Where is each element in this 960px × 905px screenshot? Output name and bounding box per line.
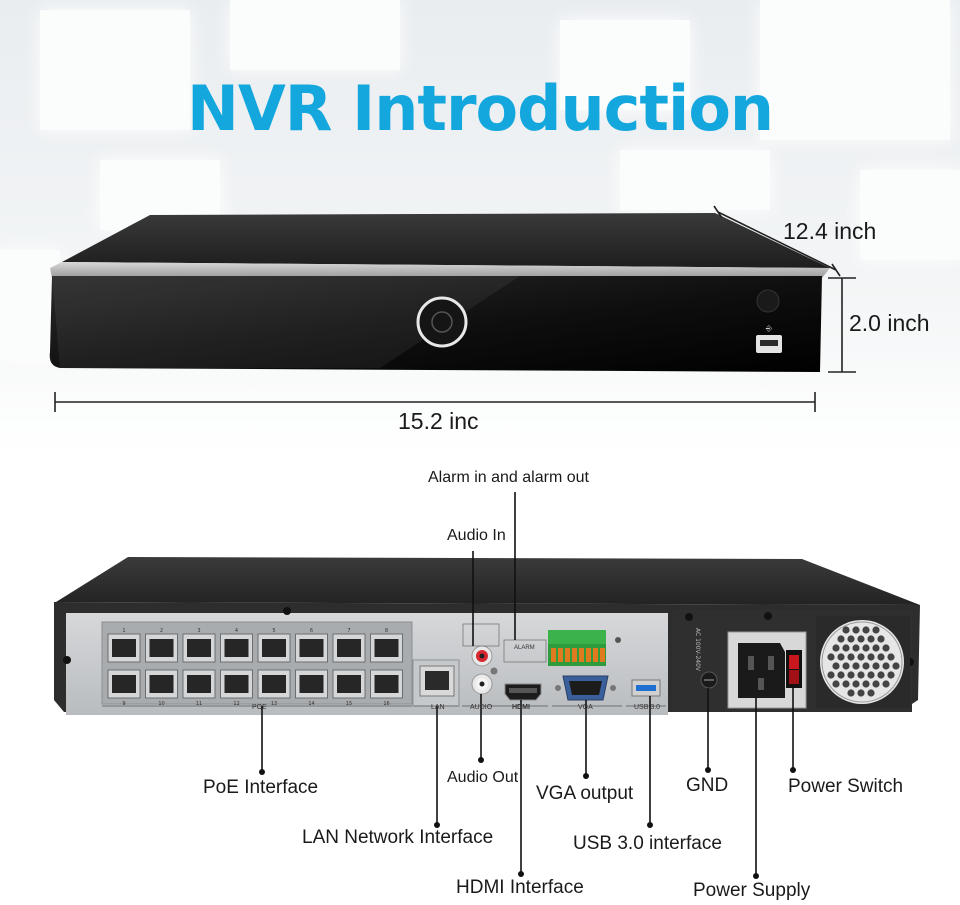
page-title: NVR Introduction — [186, 72, 774, 145]
poe-port: 14 — [295, 669, 328, 707]
depth-label: 12.4 inch — [783, 218, 877, 244]
front-usb-port — [756, 335, 782, 353]
bg-tile — [0, 250, 60, 360]
bg-tile — [40, 10, 190, 130]
power-button — [416, 296, 468, 348]
hdmi-silkscreen: HDMI — [512, 704, 530, 711]
poe-silkscreen: POE — [252, 704, 267, 711]
audio-out-jack — [471, 673, 493, 695]
callout-hdmi: HDMI Interface — [456, 877, 584, 898]
callout-usb: USB 3.0 interface — [573, 833, 722, 854]
width-dimension-line — [54, 392, 816, 412]
vga-silkscreen: VGA — [578, 704, 593, 711]
poe-port: 12 — [220, 669, 253, 707]
power-inlet — [738, 643, 785, 698]
poe-port: 3 — [182, 628, 216, 663]
terminal-screws — [551, 648, 605, 662]
poe-port-number: 10 — [158, 701, 164, 707]
audio-in-jack — [471, 645, 493, 667]
bg-fade — [0, 380, 960, 470]
nvr-front-view: ⎆ — [49, 205, 856, 412]
poe-port-number: 5 — [272, 628, 275, 634]
poe-port: 11 — [182, 669, 216, 707]
depth-dimension-line — [713, 205, 841, 277]
callout-audio-out: Audio Out — [447, 769, 519, 786]
terminal-screw — [558, 648, 563, 662]
poe-port-number: 12 — [233, 701, 239, 707]
poe-port-number: 3 — [197, 628, 200, 634]
callout-lines — [261, 492, 794, 876]
height-dimension-line — [828, 277, 856, 373]
bg-tile — [620, 150, 770, 210]
poe-port-number: 16 — [383, 701, 389, 707]
poe-port: 10 — [145, 669, 178, 707]
poe-port-number: 6 — [310, 628, 313, 634]
poe-port-number: 15 — [346, 701, 352, 707]
poe-port-number: 8 — [385, 628, 388, 634]
bg-tile — [230, 0, 400, 70]
terminal-screw — [579, 648, 584, 662]
poe-port: 5 — [257, 628, 291, 663]
alarm-silkscreen: ALARM — [514, 645, 535, 651]
usb-silkscreen: USB 3.0 — [634, 704, 661, 711]
terminal-screw — [600, 648, 605, 662]
svg-text:AC 100V-240V: AC 100V-240V — [694, 628, 701, 672]
terminal-screw — [586, 648, 591, 662]
vga-port — [555, 675, 616, 701]
terminal-screw — [565, 648, 570, 662]
poe-port: 16 — [370, 669, 403, 707]
poe-port: 2 — [145, 628, 178, 663]
bg-tile — [560, 20, 690, 110]
nvr-rim — [50, 262, 830, 278]
bg-tile — [760, 0, 950, 140]
callout-gnd: GND — [686, 775, 729, 796]
poe-port-number: 2 — [160, 628, 163, 634]
callout-power-supply: Power Supply — [693, 880, 811, 901]
poe-port: 13 — [257, 669, 291, 707]
callout-power-switch: Power Switch — [788, 776, 904, 797]
poe-port: 8 — [370, 628, 403, 663]
callout-vga: VGA output — [536, 783, 634, 804]
terminal-screw — [593, 648, 598, 662]
fan-grille — [816, 616, 910, 708]
bg-tile — [860, 170, 960, 260]
poe-port-number: 1 — [122, 628, 125, 634]
nvr-top-lid — [62, 213, 830, 268]
lan-port — [419, 665, 455, 697]
callout-poe: PoE Interface — [203, 777, 319, 798]
poe-port: 9 — [107, 669, 141, 707]
poe-port-number: 14 — [308, 701, 314, 707]
poe-port-number: 9 — [122, 701, 125, 707]
alarm-terminal-block — [548, 630, 606, 666]
background — [0, 0, 960, 470]
poe-port-number: 11 — [196, 701, 202, 707]
power-switch — [786, 650, 802, 688]
rear-chassis-top — [56, 557, 920, 605]
poe-port-number: 4 — [235, 628, 238, 634]
width-label: 15.2 inc — [398, 408, 479, 434]
callout-lan: LAN Network Interface — [302, 827, 494, 848]
poe-port: 7 — [332, 628, 366, 663]
svg-text:⎆: ⎆ — [766, 324, 773, 333]
poe-port-number: 13 — [271, 701, 277, 707]
poe-port: 15 — [332, 669, 366, 707]
lan-silkscreen: LAN — [431, 704, 445, 711]
gnd-screw — [700, 671, 718, 689]
audio-silkscreen: AUDIO — [470, 704, 493, 711]
terminal-screw — [551, 648, 556, 662]
poe-port: 4 — [220, 628, 253, 663]
height-label: 2.0 inch — [849, 310, 930, 336]
callout-audio-in: Audio In — [447, 527, 506, 544]
usb-3-port — [631, 679, 661, 697]
hdmi-port — [504, 683, 542, 701]
callout-alarm: Alarm in and alarm out — [428, 469, 589, 486]
poe-port: 1 — [107, 628, 141, 663]
terminal-screw — [572, 648, 577, 662]
poe-port: 6 — [295, 628, 328, 663]
front-led-icon — [756, 289, 780, 313]
poe-port-number: 7 — [347, 628, 350, 634]
